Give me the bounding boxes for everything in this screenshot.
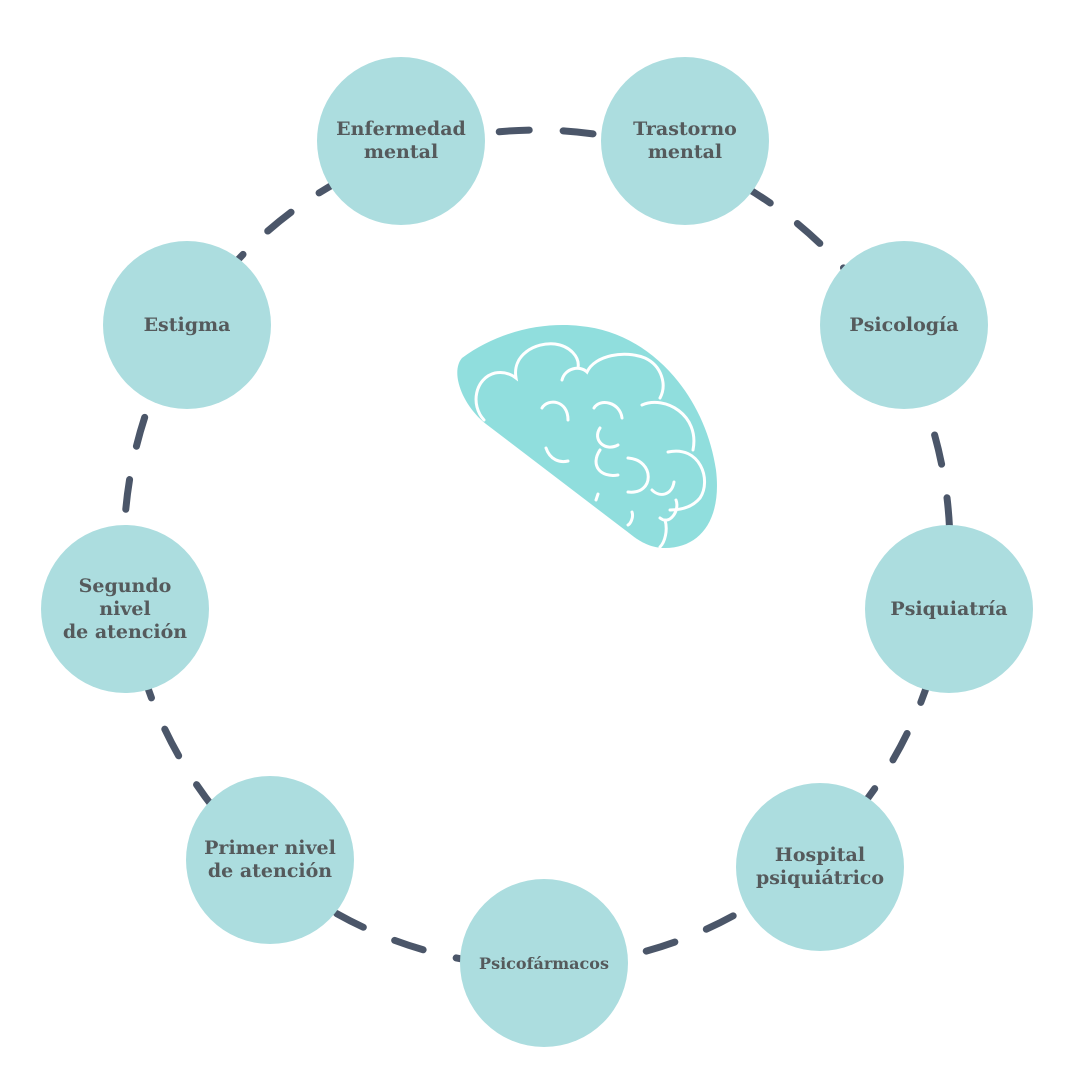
node-label: Estigma [143, 313, 231, 336]
node-enfermedad-mental: Enfermedad mental [317, 57, 485, 225]
node-label: Psicofármacos [479, 953, 609, 973]
node-label: Psiquiatría [890, 597, 1008, 620]
node-trastorno-mental: Trastorno mental [601, 57, 769, 225]
node-psicologia: Psicología [820, 241, 988, 409]
node-label: Enfermedad mental [336, 118, 466, 163]
node-segundo-nivel-atencion: Segundo nivel de atención [41, 525, 209, 693]
node-psiquiatria: Psiquiatría [865, 525, 1033, 693]
node-estigma: Estigma [103, 241, 271, 409]
node-primer-nivel-atencion: Primer nivel de atención [186, 776, 354, 944]
node-hospital-psiquiatrico: Hospital psiquiátrico [736, 783, 904, 951]
node-label: Primer nivel de atención [204, 837, 336, 882]
node-psicofarmacos: Psicofármacos [460, 879, 628, 1047]
node-label: Psicología [849, 313, 959, 336]
brain-icon [457, 325, 717, 549]
node-label: Hospital psiquiátrico [755, 844, 885, 889]
node-label: Segundo nivel de atención [62, 574, 188, 643]
node-label: Trastorno mental [633, 118, 737, 163]
